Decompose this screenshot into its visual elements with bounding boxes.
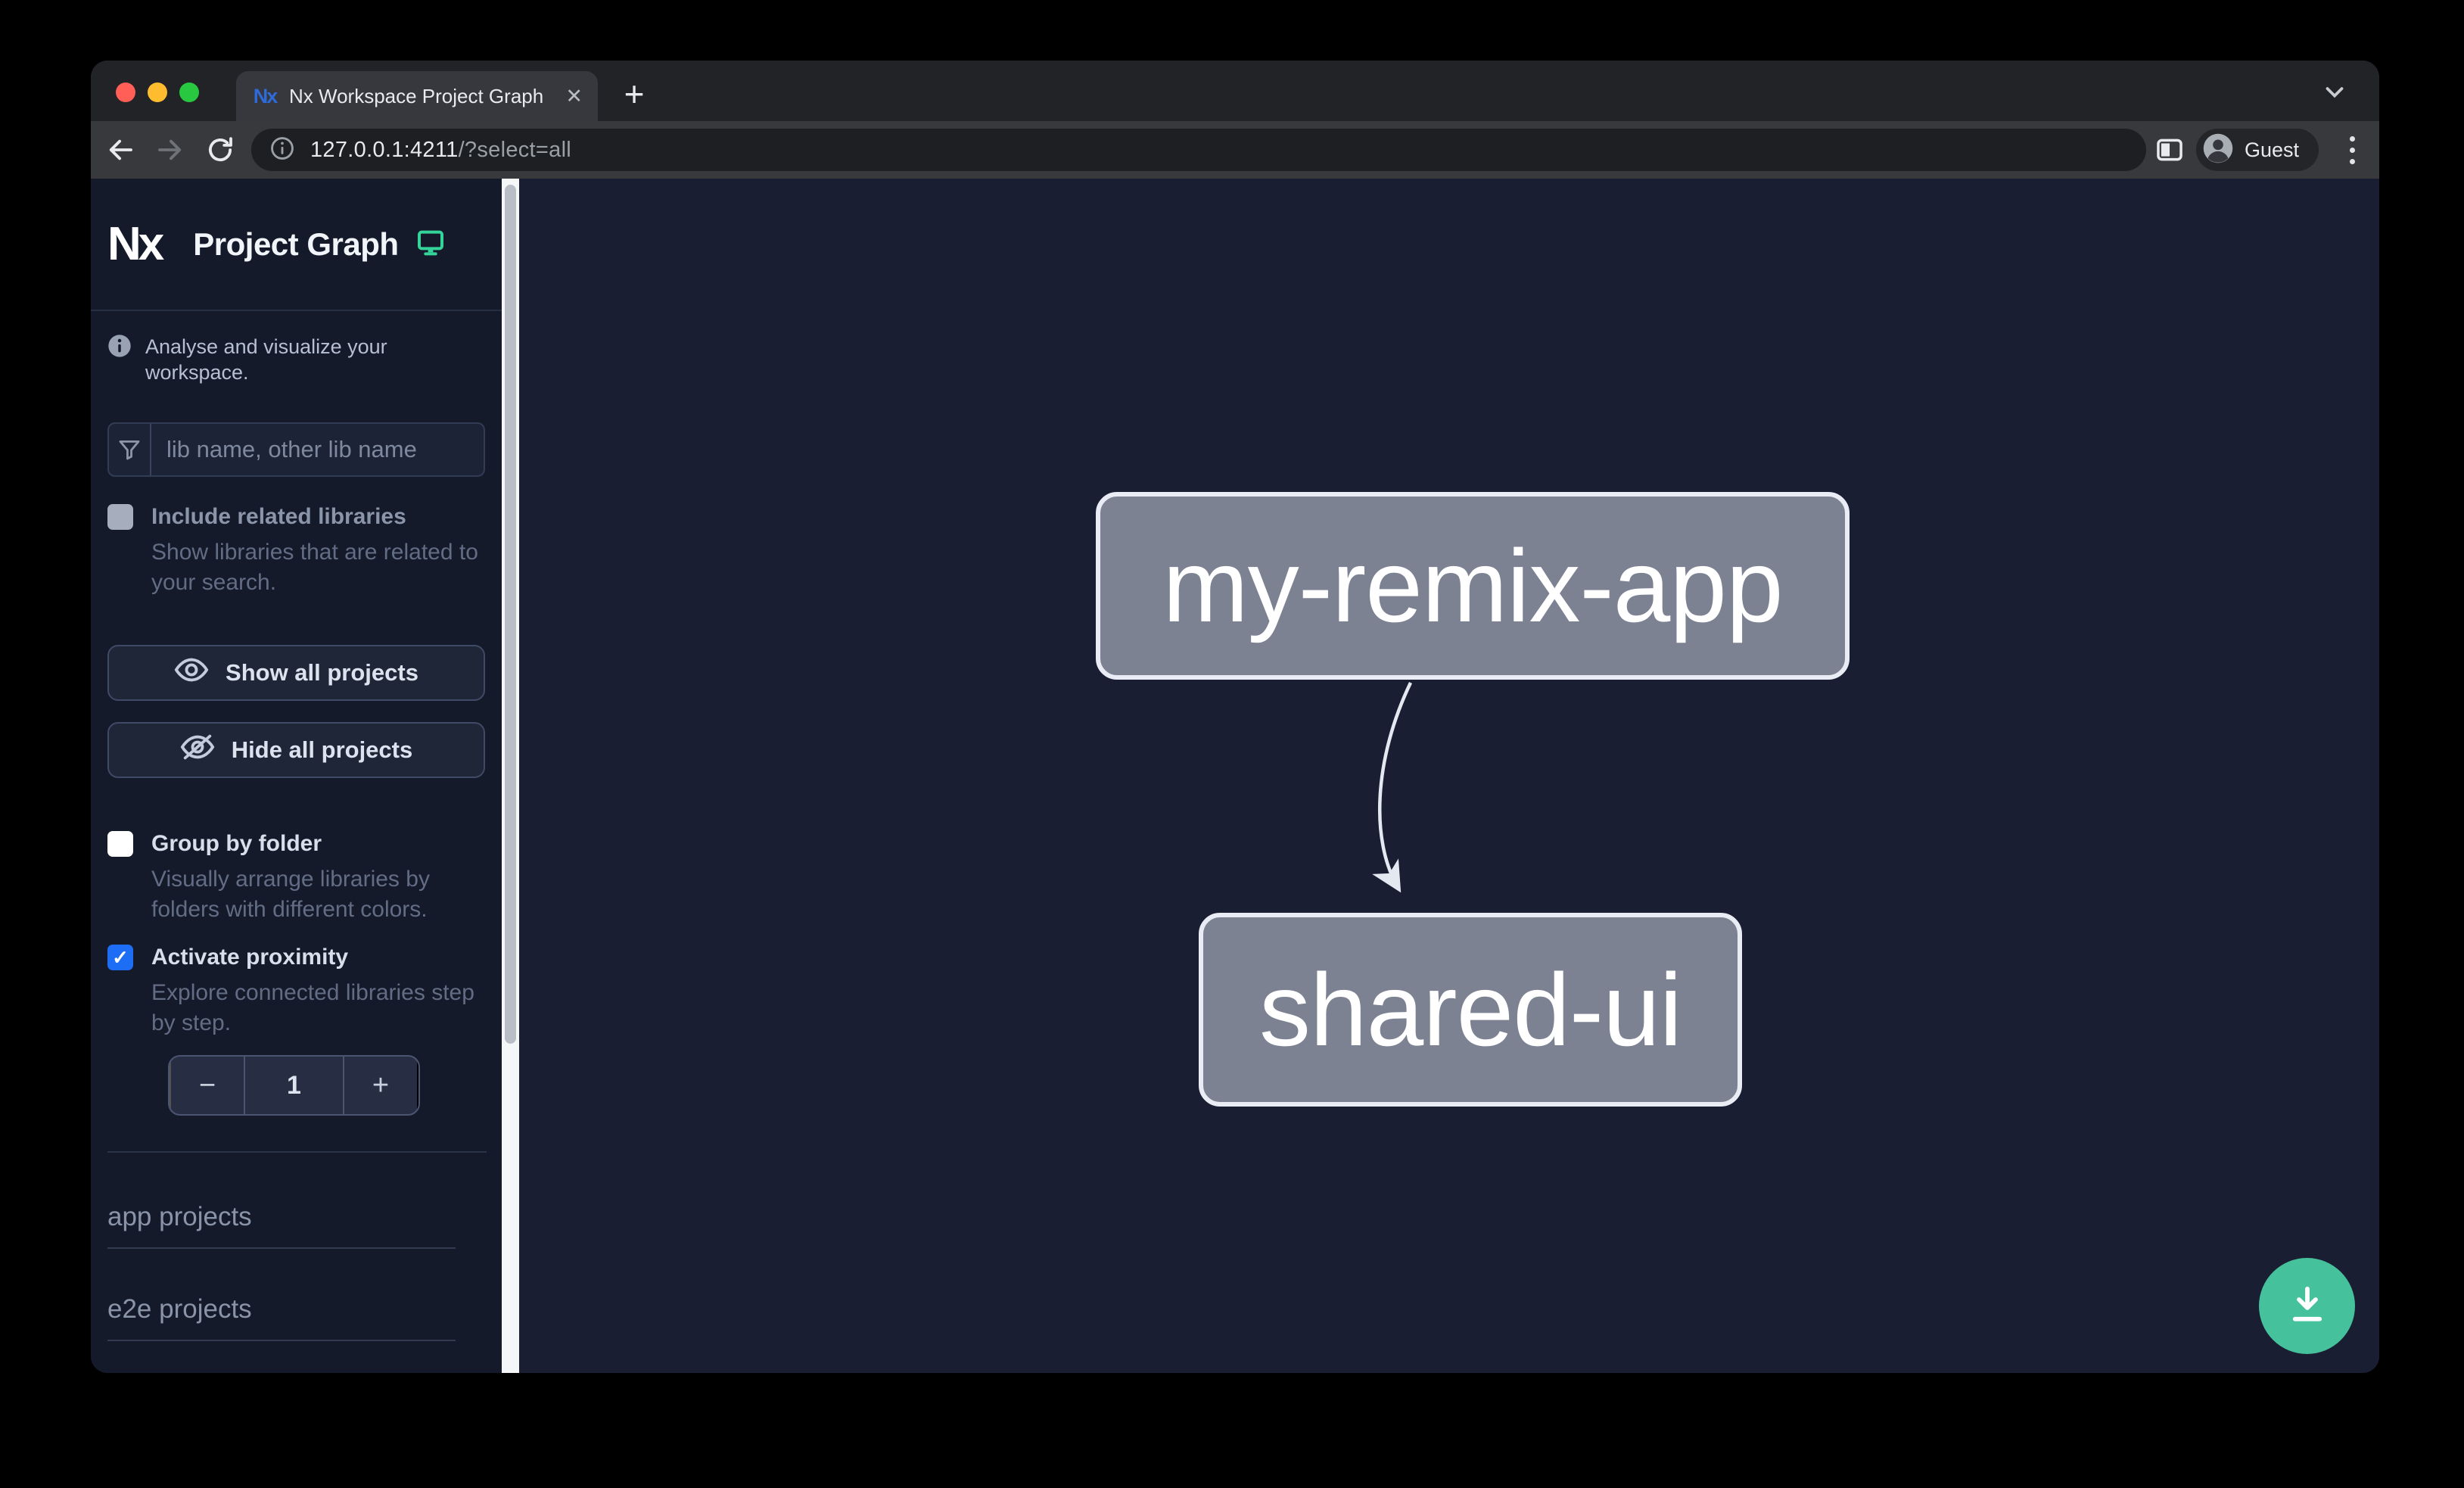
e2e-projects-label: e2e projects (107, 1294, 252, 1324)
forward-button[interactable] (154, 134, 186, 166)
proximity-decrement-button[interactable]: − (170, 1057, 245, 1114)
tab-close-icon[interactable]: ✕ (565, 84, 583, 107)
scrollbar-thumb[interactable] (505, 185, 516, 1044)
nx-favicon-icon: Nx (253, 84, 278, 107)
sidebar-scrollbar[interactable] (502, 179, 519, 1373)
page-title: Project Graph (193, 226, 399, 262)
show-all-projects-label: Show all projects (226, 659, 418, 686)
check-icon: ✓ (112, 945, 129, 969)
monitor-icon[interactable] (415, 227, 446, 261)
close-window-button[interactable] (116, 82, 135, 102)
minimize-window-button[interactable] (148, 82, 167, 102)
url-path: /?select=all (458, 137, 572, 162)
proximity-value: 1 (287, 1070, 301, 1100)
option-activate-proximity[interactable]: ✓ Activate proximity Explore connected l… (107, 943, 486, 1038)
proximity-stepper: − 1 + (168, 1055, 420, 1116)
filter-icon (109, 424, 151, 475)
workspace-tagline: Analyse and visualize your workspace. (107, 334, 486, 385)
app-projects-label: app projects (107, 1202, 252, 1231)
dependency-edge (1372, 682, 1413, 893)
proximity-increment-button[interactable]: + (343, 1057, 418, 1114)
download-graph-button[interactable] (2259, 1258, 2355, 1354)
activate-proximity-description: Explore connected libraries step by step… (151, 980, 474, 1035)
profile-button[interactable]: Guest (2196, 129, 2319, 171)
group-by-folder-description: Visually arrange libraries by folders wi… (151, 867, 430, 922)
new-tab-button[interactable]: + (624, 74, 645, 114)
group-by-folder-label: Group by folder (151, 831, 322, 856)
hide-all-projects-label: Hide all projects (231, 736, 413, 763)
include-related-checkbox[interactable] (107, 504, 133, 530)
site-info-icon[interactable] (269, 135, 295, 165)
info-icon (107, 334, 132, 362)
project-graph-canvas[interactable]: my-remix-app shared-ui (519, 179, 2379, 1373)
search-box (107, 422, 485, 477)
page-content: Nx Project Graph Analyse and visualize y… (91, 179, 2379, 1373)
option-group-by-folder[interactable]: Group by folder Visually arrange librari… (107, 830, 486, 925)
include-related-description: Show libraries that are related to your … (151, 540, 478, 595)
sidebar: Nx Project Graph Analyse and visualize y… (91, 179, 502, 1373)
window-controls (116, 82, 199, 102)
section-app-projects[interactable]: app projects (107, 1202, 471, 1249)
back-button[interactable] (104, 134, 136, 166)
activate-proximity-label: Activate proximity (151, 945, 349, 970)
tab-search-chevron-icon[interactable] (2320, 77, 2349, 110)
side-panel-button[interactable] (2155, 135, 2184, 168)
reload-button[interactable] (204, 134, 236, 166)
browser-toolbar: 127.0.0.1:4211/?select=all Guest (91, 121, 2379, 179)
section-rule (107, 1247, 456, 1249)
hide-all-projects-button[interactable]: Hide all projects (107, 722, 485, 778)
avatar-icon (2202, 132, 2234, 168)
show-all-projects-button[interactable]: Show all projects (107, 645, 485, 701)
sidebar-header: Nx Project Graph (91, 179, 502, 311)
section-e2e-projects[interactable]: e2e projects (107, 1294, 471, 1341)
section-rule (107, 1340, 456, 1341)
include-related-label: Include related libraries (151, 504, 406, 529)
tagline-text: Analyse and visualize your workspace. (145, 335, 387, 384)
option-include-related[interactable]: Include related libraries Show libraries… (107, 503, 486, 598)
browser-menu-button[interactable] (2337, 131, 2367, 169)
activate-proximity-checkbox[interactable]: ✓ (107, 945, 133, 970)
download-icon (2285, 1282, 2330, 1330)
browser-window: Nx Nx Workspace Project Graph ✕ + (91, 61, 2379, 1373)
profile-label: Guest (2245, 138, 2300, 161)
url-text: 127.0.0.1:4211/?select=all (310, 138, 571, 163)
sidebar-divider (107, 1151, 487, 1153)
url-host: 127.0.0.1:4211 (310, 137, 459, 162)
graph-node-shared-ui[interactable]: shared-ui (1199, 913, 1742, 1107)
eye-off-icon (180, 733, 215, 767)
eye-icon (174, 656, 209, 690)
nx-logo: Nx (107, 218, 164, 270)
tab-title: Nx Workspace Project Graph (289, 84, 544, 107)
tab-strip: Nx Nx Workspace Project Graph ✕ + (91, 61, 2379, 121)
address-bar[interactable]: 127.0.0.1:4211/?select=all (251, 129, 2146, 171)
graph-node-my-remix-app[interactable]: my-remix-app (1096, 492, 1850, 680)
group-by-folder-checkbox[interactable] (107, 831, 133, 857)
browser-tab[interactable]: Nx Nx Workspace Project Graph ✕ (236, 71, 598, 121)
search-input[interactable] (151, 424, 484, 475)
fullscreen-window-button[interactable] (179, 82, 199, 102)
